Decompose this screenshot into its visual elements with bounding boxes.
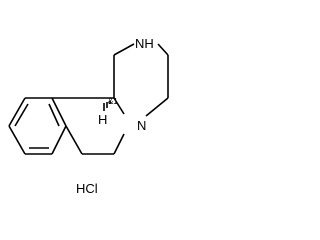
piperazine-ring: [113, 43, 169, 117]
double-bond-inner: [48, 103, 60, 127]
bond: [51, 97, 67, 127]
benzene-ring: [8, 97, 67, 155]
h-atom-label: H: [98, 112, 107, 127]
bond: [113, 133, 125, 155]
middle-ring: [52, 97, 125, 155]
salt-label: HCl: [76, 181, 98, 196]
bond: [51, 125, 67, 155]
nh-atom-label: NH: [135, 36, 154, 51]
bond: [8, 97, 26, 127]
bond: [8, 125, 26, 155]
stereo-hash-bond: [103, 101, 111, 111]
double-bond-inner: [14, 103, 29, 127]
stereo-descriptor: &1: [108, 97, 118, 106]
bond: [113, 97, 125, 115]
bond: [157, 43, 169, 56]
bond: [145, 97, 169, 117]
chemical-structure-diagram: NH N H &1 HCl: [8, 36, 169, 196]
n-atom-label: N: [137, 118, 146, 133]
bond: [65, 125, 83, 155]
bond: [113, 43, 135, 56]
